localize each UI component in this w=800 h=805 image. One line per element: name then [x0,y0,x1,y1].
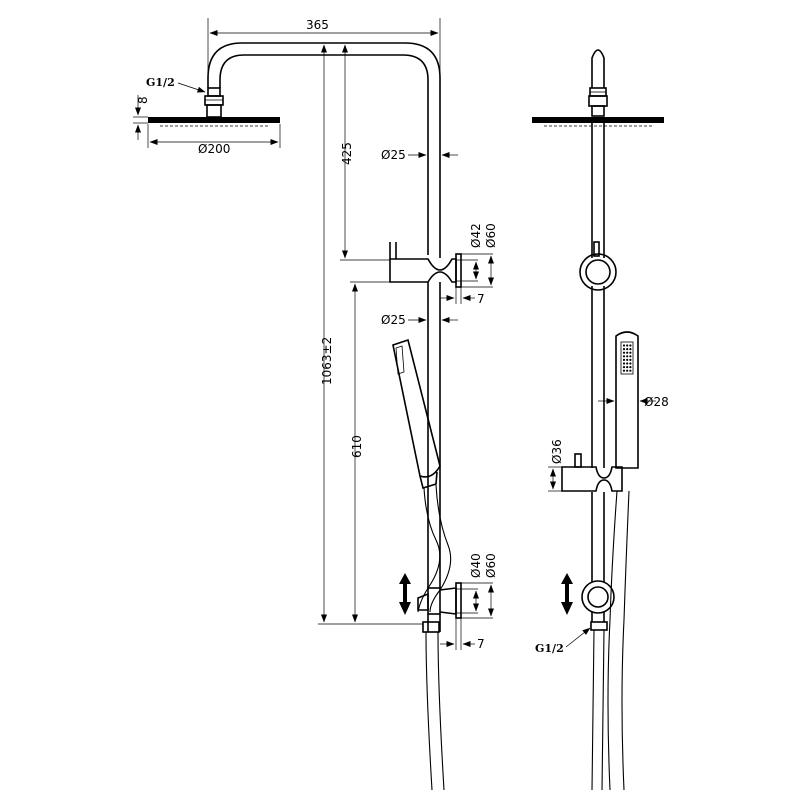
slider-height-label: 610 [350,435,364,458]
nozzle-dot [629,362,632,365]
total-height-label: 1063±2 [320,337,334,385]
front-upper-bracket [579,241,617,291]
front-hose [591,490,630,791]
hand-shower [392,338,441,490]
lower-bracket [417,582,462,619]
dim-inlet-thread: G1/2 [146,76,206,93]
upper-gap-label: 7 [477,292,485,306]
head-thickness-label: 8 [136,96,150,104]
nozzle-dot [629,358,632,361]
dim-arm-drop: 425 [330,42,405,261]
nozzle-dot [629,369,632,372]
rail-lower [422,282,441,633]
dim-overall-width: 365 [207,18,441,88]
nozzle-dot [622,362,626,365]
dim-rail-lower: Ø25 [381,313,458,327]
adjust-arrow [399,573,411,615]
nozzle-dot [626,362,629,365]
inlet-connector [204,87,224,118]
nozzle-dot [622,351,626,354]
dim-upper-gap: 7 [440,287,485,306]
front-arm-top [588,49,608,117]
nozzle-dot [626,355,629,358]
slider-diameter-label: Ø36 [550,439,564,464]
nozzle-dot [629,344,632,347]
dim-upper-bracket: Ø42 Ø60 [456,223,498,288]
lower-gap-label: 7 [477,637,485,651]
front-slider [561,453,623,492]
handshower-diameter-label: Ø28 [644,395,669,409]
nozzle-dot [626,366,629,369]
front-adjust-arrow [561,573,573,615]
front-rain-head [532,117,664,127]
nozzle-dot [622,369,626,372]
nozzle-dot [626,344,629,347]
dim-total-height: 1063±2 [318,42,423,625]
dim-head-thickness: 8 [133,95,150,140]
rain-head [148,117,280,127]
nozzle-dot [626,358,629,361]
nozzle-dot [622,344,626,347]
front-hand-shower [615,331,639,469]
lower-d1-label: Ø40 [469,553,483,578]
nozzle-dot [629,366,632,369]
dim-lower-gap: 7 [440,618,485,651]
dim-handshower-diameter: Ø28 [598,395,669,409]
front-lower-bracket [581,580,615,614]
nozzle-dot [622,355,626,358]
nozzle-dot [629,348,632,351]
overall-width-label: 365 [306,18,329,32]
nozzle-dot [629,351,632,354]
nozzle-dot [622,366,626,369]
inlet-thread-label: G1/2 [146,76,175,89]
nozzle-dot [626,348,629,351]
hose [417,484,452,791]
upper-d1-label: Ø42 [469,223,483,248]
nozzle-dot [622,358,626,361]
upper-d2-label: Ø60 [484,223,498,248]
nozzle-dot [629,355,632,358]
upper-bracket [389,242,462,288]
dim-lower-bracket: Ø40 Ø60 [456,553,498,619]
side-view: 365 G1/2 8 Ø200 425 [133,18,498,791]
rail-upper-label: Ø25 [381,148,406,162]
front-rail [590,123,608,631]
dim-outlet-thread: G1/2 [535,627,591,655]
dim-slider-diameter: Ø36 [548,439,564,492]
head-diameter-label: Ø200 [198,142,230,156]
dim-slider-height: 610 [350,281,390,623]
arm-drop-label: 425 [340,142,354,165]
front-view: Ø28 Ø36 G1/2 [532,49,669,791]
spray-nozzles [622,344,632,372]
nozzle-dot [626,369,629,372]
dim-rail-upper: Ø25 [381,148,458,162]
dim-head-diameter: Ø200 [147,124,281,156]
lower-d2-label: Ø60 [484,553,498,578]
nozzle-dot [622,348,626,351]
rail-lower-label: Ø25 [381,313,406,327]
nozzle-dot [626,351,629,354]
outlet-thread-label: G1/2 [535,642,564,655]
